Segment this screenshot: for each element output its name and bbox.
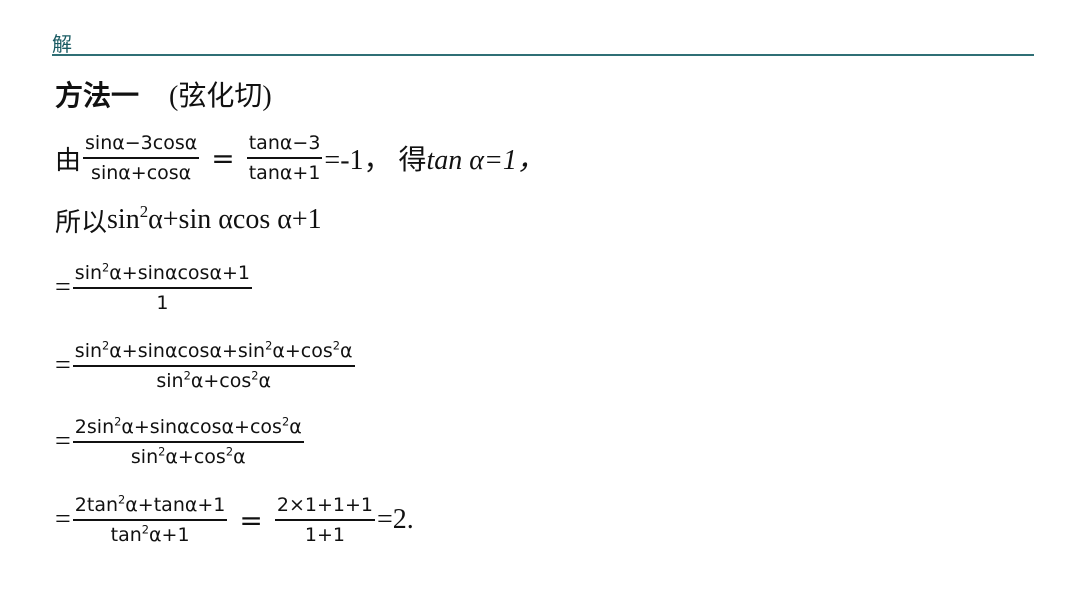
fraction-numerator: 2×1+1+1: [276, 494, 373, 516]
step-4-fraction-numeric: 2×1+1+1 1+1: [274, 493, 375, 547]
step-1-row: = sin2α+sinαcosα+1 1: [55, 258, 254, 318]
step-3-row: = 2sin2α+sinαcosα+cos2α sin2α+cos2α: [55, 412, 306, 472]
given-prefix: 由: [55, 145, 82, 176]
fraction-denominator: sin2α+cos2α: [130, 444, 246, 468]
fraction-denominator: sin2α+cos2α: [156, 368, 272, 392]
fraction-numerator: 2tan2α+tanα+1: [74, 492, 226, 516]
header-divider: [52, 54, 1034, 56]
fraction-bar: [72, 441, 304, 443]
fraction-denominator: 1+1: [304, 524, 345, 546]
method-title-row: 方法一 (弦化切): [55, 72, 272, 116]
fraction-tan: tanα−3 tanα+1: [246, 131, 323, 185]
fraction-bar: [72, 519, 228, 521]
step-4-fraction-tan: 2tan2α+tanα+1 tan2α+1: [72, 492, 228, 547]
step-2-row: = sin2α+sinαcosα+sin2α+cos2α sin2α+cos2α: [55, 336, 357, 396]
solution-header: 解: [52, 32, 72, 56]
tan-value: tan α=1，: [426, 145, 545, 176]
target-expression-row: 所以 sin2α+sin αcos α+1: [55, 198, 322, 242]
step-4-row: = 2tan2α+tanα+1 tan2α+1 = 2×1+1+1 1+1 =2…: [55, 490, 414, 550]
target-expression: sin2α+sin αcos α+1: [107, 202, 322, 235]
final-result: =2.: [377, 504, 414, 535]
equals-sign: =: [55, 504, 71, 535]
fraction-numerator: sinα−3cosα: [85, 132, 198, 154]
fraction-numerator: sin2α+sinαcosα+1: [74, 260, 250, 284]
fraction-denominator: 1: [156, 292, 169, 314]
equals-sign: =: [211, 141, 235, 175]
equals-sign: =: [55, 350, 71, 381]
step-3-fraction: 2sin2α+sinαcosα+cos2α sin2α+cos2α: [72, 414, 304, 469]
fraction-numerator: 2sin2α+sinαcosα+cos2α: [74, 414, 302, 438]
fraction-bar: [246, 157, 323, 159]
given-result: =-1， 得: [324, 145, 427, 176]
method-subtitle: (弦化切): [169, 81, 272, 112]
fraction-bar: [274, 519, 375, 521]
fraction-denominator: tanα+1: [248, 162, 321, 184]
fraction-bar: [83, 157, 200, 159]
fraction-bar: [72, 287, 252, 289]
fraction-sin-cos: sinα−3cosα sinα+cosα: [83, 131, 200, 185]
equals-sign: =: [239, 503, 263, 537]
fraction-numerator: sin2α+sinαcosα+sin2α+cos2α: [74, 338, 353, 362]
step-2-fraction: sin2α+sinαcosα+sin2α+cos2α sin2α+cos2α: [72, 338, 355, 393]
method-title: 方法一: [55, 79, 140, 112]
equals-sign: =: [55, 272, 71, 303]
step-1-fraction: sin2α+sinαcosα+1 1: [72, 260, 252, 315]
target-prefix: 所以: [55, 207, 108, 238]
equals-sign: =: [55, 426, 71, 457]
fraction-denominator: tan2α+1: [110, 522, 190, 546]
fraction-denominator: sinα+cosα: [91, 162, 192, 184]
given-equation-row: 由 sinα−3cosα sinα+cosα = tanα−3 tanα+1 =…: [55, 128, 545, 188]
fraction-numerator: tanα−3: [248, 132, 321, 154]
fraction-bar: [72, 365, 355, 367]
